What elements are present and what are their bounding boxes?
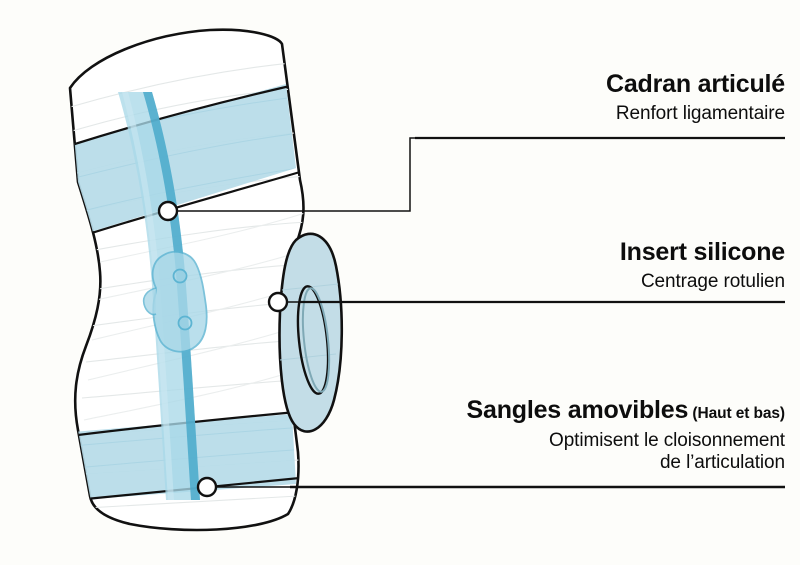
callout-sangles-amovibles: Sangles amovibles (Haut et bas) Optimise… (466, 396, 786, 474)
callout-title-sangles-amovibles: Sangles amovibles (Haut et bas) (466, 396, 786, 424)
callout-desc-line2: de l’articulation (659, 451, 785, 473)
marker-insert-silicone (267, 291, 289, 313)
callout-title-insert-silicone: Insert silicone (619, 238, 785, 266)
callout-cadran-articule: Cadran articulé Renfort ligamentaire (605, 70, 785, 124)
callout-desc-sangles-amovibles: Optimisent le cloisonnement de l’articul… (467, 430, 785, 474)
callout-desc-insert-silicone: Centrage rotulien (640, 271, 785, 292)
marker-sangles-amovibles (196, 476, 218, 498)
label-underlines (290, 136, 785, 489)
marker-cadran-articule (157, 200, 179, 222)
hinge-screw-hole-upper (172, 268, 188, 284)
callout-insert-silicone: Insert silicone Centrage rotulien (619, 238, 785, 292)
callout-title-suffix-sangles-amovibles: (Haut et bas) (688, 405, 785, 422)
hinge-screw-hole-lower (177, 315, 193, 331)
patella-opening-inner (301, 287, 331, 393)
hinge-dial (142, 250, 208, 353)
callout-title-cadran-articule: Cadran articulé (605, 70, 785, 98)
callout-desc-cadran-articule: Renfort ligamentaire (615, 103, 785, 124)
callout-desc-line1: Optimisent le cloisonnement (549, 430, 785, 451)
leader-markers (157, 200, 289, 498)
silicone-insert (278, 232, 344, 433)
